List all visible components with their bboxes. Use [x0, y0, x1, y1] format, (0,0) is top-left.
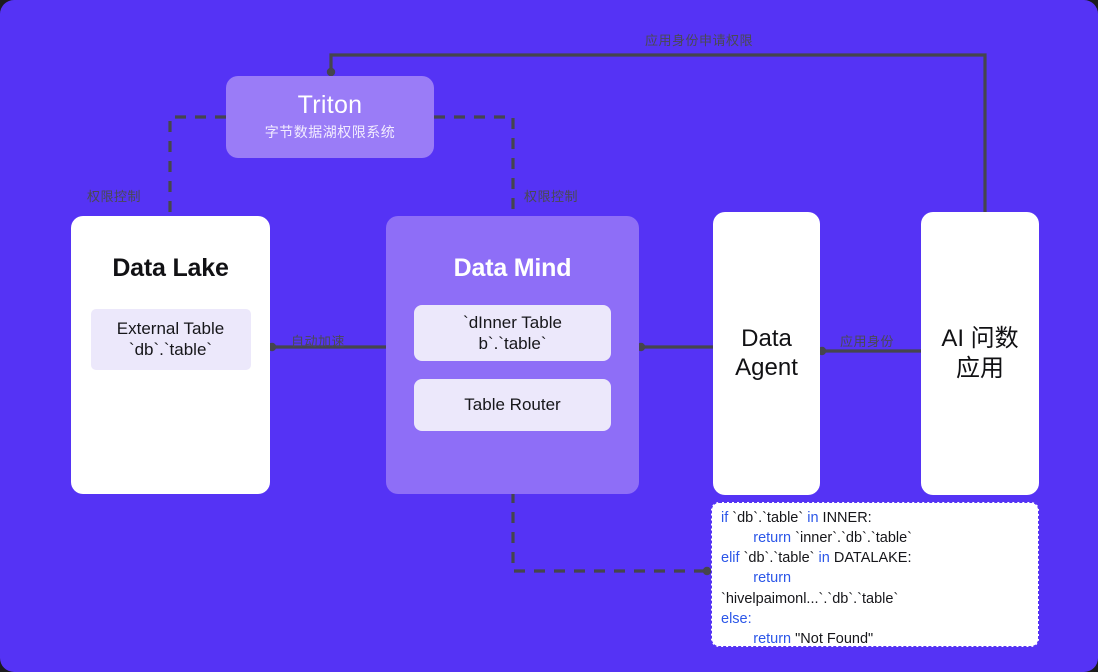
edge-dot-triton	[326, 67, 336, 77]
edge-label-permission-control-left: 权限控制	[87, 189, 142, 204]
data-mind-table-router[interactable]: Table Router	[414, 379, 611, 431]
node-data-mind[interactable]: Data Mind `dInner Table b`.`table` Table…	[386, 216, 639, 494]
node-data-agent[interactable]: Data Agent	[713, 212, 820, 495]
code-line: if `db`.`table` in INNER:	[721, 510, 872, 526]
node-data-lake[interactable]: Data Lake External Table `db`.`table`	[71, 216, 270, 494]
code-line: `hivelpaimonl...`.`db`.`table`	[721, 590, 899, 607]
table-router-pseudocode: if `db`.`table` in INNER: return `inner`…	[711, 502, 1039, 647]
code-line: elif `db`.`table` in DATALAKE:	[721, 550, 912, 567]
code-line: return "Not Found"	[753, 630, 874, 647]
edge-triton-to-data-lake	[168, 115, 226, 216]
edge-label-permission-control-right: 权限控制	[524, 189, 579, 204]
data-agent-title: Data Agent	[735, 324, 798, 381]
code-line: return `inner`.`db`.`table`	[753, 530, 912, 547]
data-lake-title: Data Lake	[112, 254, 229, 282]
node-triton[interactable]: Triton 字节数据湖权限系统	[226, 76, 434, 158]
edge-label-apply-permission: 应用身份申请权限	[645, 33, 754, 48]
node-ai-app[interactable]: AI 问数 应用	[921, 212, 1039, 495]
edge-label-app-identity: 应用身份	[840, 334, 895, 349]
triton-title: Triton	[297, 91, 363, 120]
data-lake-external-table-chip: External Table `db`.`table`	[90, 309, 251, 370]
code-line: return	[753, 570, 792, 587]
ai-app-title: AI 问数 应用	[941, 324, 1019, 382]
triton-subtitle: 字节数据湖权限系统	[264, 123, 396, 140]
data-mind-title: Data Mind	[453, 254, 572, 282]
edge-triton-to-data-mind	[434, 115, 515, 216]
edge-dot-code-block	[702, 566, 712, 576]
code-line: else:	[721, 610, 752, 627]
data-mind-inner-table[interactable]: `dInner Table b`.`table`	[414, 305, 611, 361]
edge-label-auto-acceleration: 自动加速	[291, 334, 346, 349]
